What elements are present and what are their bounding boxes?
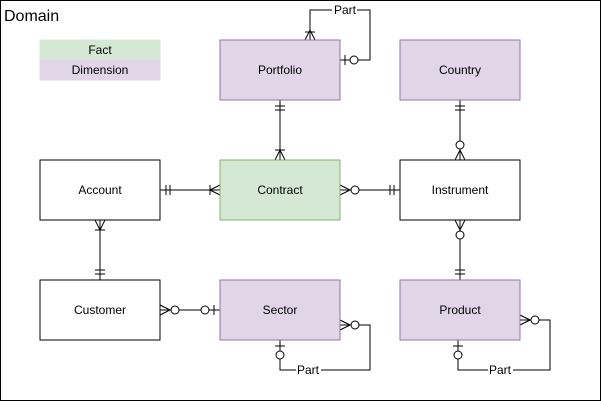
account-customer-relation xyxy=(94,219,106,280)
entity-instrument[interactable]: Instrument xyxy=(399,159,521,221)
entity-country-label: Country xyxy=(439,63,481,77)
legend-fact-label: Fact xyxy=(88,43,112,57)
entity-sector-label: Sector xyxy=(263,303,298,317)
portfolio-contract-relation xyxy=(274,100,286,161)
country-instrument-relation xyxy=(454,100,466,161)
sector-part-label: Part xyxy=(297,363,320,377)
instrument-product-relation xyxy=(454,219,466,280)
domain-title: Domain xyxy=(4,8,59,25)
account-contract-relation xyxy=(160,184,221,196)
customer-sector-relation xyxy=(159,304,220,316)
contract-instrument-relation xyxy=(339,184,400,196)
entity-product-label: Product xyxy=(439,303,481,317)
portfolio-part-label: Part xyxy=(334,3,357,17)
entity-product[interactable]: Product xyxy=(399,279,521,341)
product-part-relation: Part xyxy=(453,314,551,377)
sector-part-relation: Part xyxy=(275,319,371,377)
entity-account-label: Account xyxy=(78,183,122,197)
legend-dimension-label: Dimension xyxy=(72,63,129,77)
entity-sector[interactable]: Sector xyxy=(219,279,341,341)
entity-country[interactable]: Country xyxy=(399,39,521,101)
entity-instrument-label: Instrument xyxy=(432,183,489,197)
entity-contract-label: Contract xyxy=(257,183,303,197)
entity-portfolio[interactable]: Portfolio xyxy=(219,39,341,101)
entity-contract[interactable]: Contract xyxy=(219,159,341,221)
entity-portfolio-label: Portfolio xyxy=(258,63,302,77)
entity-account[interactable]: Account xyxy=(39,159,161,221)
entity-customer-label: Customer xyxy=(74,303,126,317)
legend-dimension-swatch xyxy=(39,59,161,81)
portfolio-part-relation: Part xyxy=(304,3,371,65)
entity-customer[interactable]: Customer xyxy=(39,279,161,341)
product-part-label: Part xyxy=(489,363,512,377)
